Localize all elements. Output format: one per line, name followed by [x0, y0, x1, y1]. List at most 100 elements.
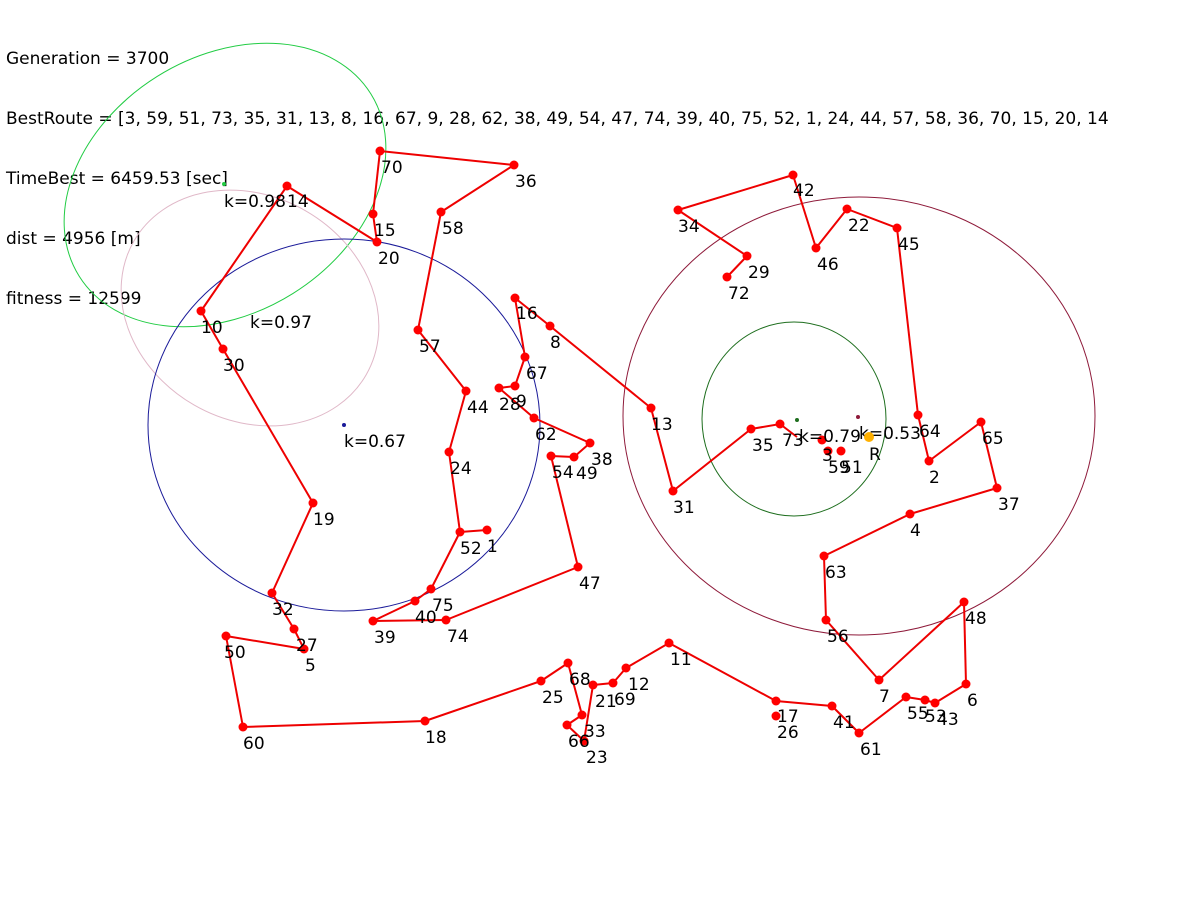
- zone-ellipse-green: [63, 42, 387, 328]
- route-node: [959, 597, 969, 607]
- route-segment: [909, 487, 998, 515]
- route-node: [992, 483, 1002, 493]
- node-label: 28: [499, 395, 521, 415]
- zone-center-green: [222, 182, 226, 186]
- node-label: 6: [967, 691, 978, 711]
- route-node: [913, 410, 923, 420]
- route-segment: [200, 310, 224, 350]
- route-node: [282, 181, 292, 191]
- route-node: [771, 696, 781, 706]
- route-node: [563, 658, 573, 668]
- node-label: 32: [272, 600, 294, 620]
- route-node: [218, 344, 228, 354]
- route-node: [569, 452, 579, 462]
- route-node: [819, 551, 829, 561]
- route-segment: [417, 329, 467, 392]
- route-node: [573, 562, 583, 572]
- node-label: 56: [827, 627, 849, 647]
- node-label: 42: [793, 181, 815, 201]
- zone-center-blue: [342, 423, 346, 427]
- route-segment: [567, 662, 583, 716]
- route-segment: [271, 592, 295, 630]
- node-label: 29: [748, 263, 770, 283]
- route-node: [455, 527, 465, 537]
- route-segment: [379, 150, 515, 166]
- node-label: 41: [833, 713, 855, 733]
- depot-label: R: [869, 445, 881, 465]
- zone-label-k079: k=0.79: [799, 427, 861, 447]
- route-node: [441, 615, 451, 625]
- node-label: 13: [651, 415, 673, 435]
- route-node: [562, 720, 572, 730]
- route-node: [842, 204, 852, 214]
- zone-label-k098: k=0.98: [224, 192, 286, 212]
- route-segment: [514, 297, 526, 358]
- route-segment: [668, 642, 777, 702]
- route-segment: [896, 227, 919, 416]
- route-segment: [963, 601, 967, 685]
- route-node: [510, 381, 520, 391]
- route-segment: [459, 529, 488, 533]
- depot-marker: [864, 432, 874, 442]
- node-label: 17: [777, 707, 799, 727]
- node-label: 46: [817, 255, 839, 275]
- route-node: [668, 486, 678, 496]
- route-node: [771, 711, 781, 721]
- node-label: 73: [782, 431, 804, 451]
- node-label: 40: [415, 608, 437, 628]
- route-segment: [792, 174, 817, 249]
- route-segment: [825, 619, 880, 681]
- node-label: 53: [925, 707, 947, 727]
- route-segment: [424, 680, 542, 722]
- node-label: 61: [860, 740, 882, 760]
- node-label: 62: [535, 425, 557, 445]
- zone-circle-blue: [147, 238, 541, 612]
- route-node: [811, 243, 821, 253]
- route-node: [221, 631, 231, 641]
- route-node: [722, 272, 732, 282]
- node-label: 74: [447, 627, 469, 647]
- route-segment: [928, 421, 982, 462]
- node-label: 54: [552, 463, 574, 483]
- route-segment: [286, 185, 378, 243]
- node-label: 47: [579, 574, 601, 594]
- route-segment: [726, 255, 748, 278]
- route-node: [608, 678, 618, 688]
- route-node: [546, 451, 556, 461]
- stats-panel: Generation = 3700 BestRoute = [3, 59, 51…: [6, 9, 1109, 329]
- route-node: [585, 438, 595, 448]
- route-segment: [417, 211, 442, 331]
- node-label: 72: [728, 284, 750, 304]
- node-label: 15: [374, 221, 396, 241]
- route-node: [827, 701, 837, 711]
- route-node: [267, 588, 277, 598]
- route-node: [461, 386, 471, 396]
- node-label: 39: [374, 628, 396, 648]
- zone-circle-maroon: [622, 196, 1096, 636]
- node-label: 35: [752, 436, 774, 456]
- route-node: [788, 170, 798, 180]
- node-label: 52: [460, 539, 482, 559]
- route-segment: [430, 531, 461, 590]
- node-label: 65: [982, 429, 1004, 449]
- node-label: 34: [678, 217, 700, 237]
- route-node: [976, 417, 986, 427]
- route-segment: [540, 662, 569, 682]
- route-segment: [445, 566, 579, 621]
- zone-ellipse-pink: [120, 189, 380, 427]
- node-label: 69: [614, 690, 636, 710]
- node-label: 55: [907, 704, 929, 724]
- node-label: 5: [305, 656, 316, 676]
- zone-label-k097: k=0.97: [250, 313, 312, 333]
- node-label: 37: [998, 495, 1020, 515]
- route-segment: [448, 451, 461, 533]
- node-label: 50: [224, 643, 246, 663]
- route-node: [482, 525, 492, 535]
- node-label: 44: [467, 398, 489, 418]
- node-label: 66: [568, 732, 590, 752]
- node-label: 14: [287, 192, 309, 212]
- route-node: [930, 698, 940, 708]
- route-segment: [372, 150, 381, 215]
- route-segment: [225, 635, 305, 650]
